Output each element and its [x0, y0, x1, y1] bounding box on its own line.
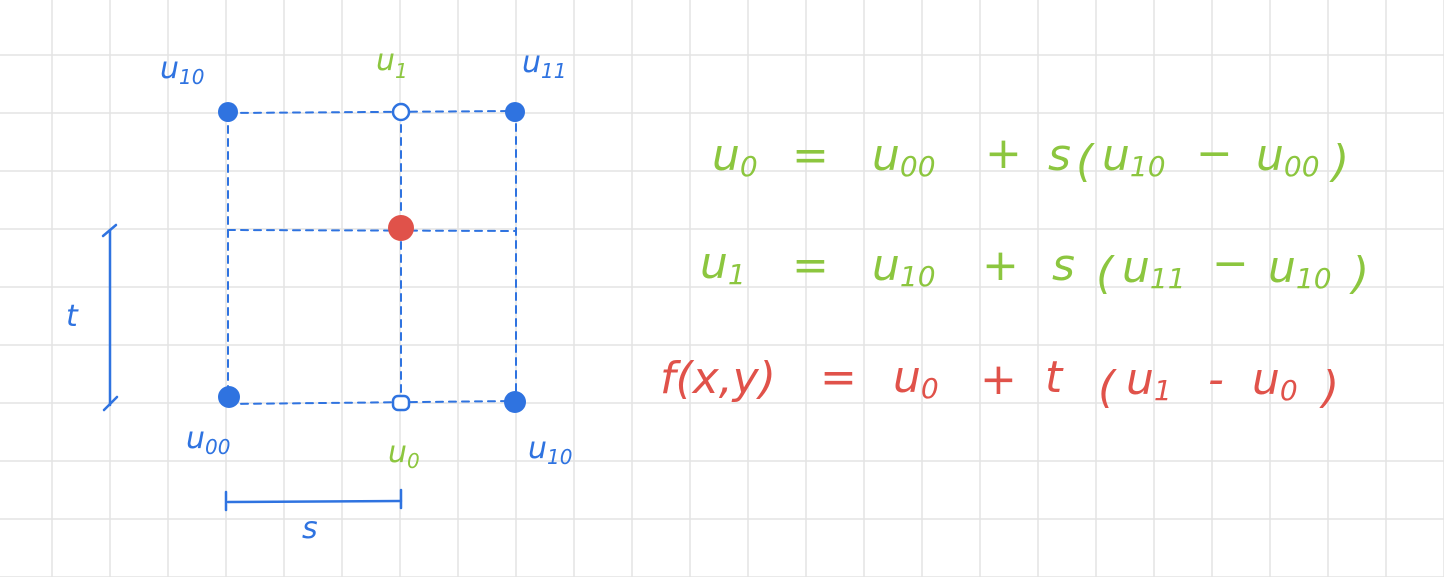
eq3-a-sub: 0	[921, 372, 939, 405]
eq3-b-base: u	[1126, 354, 1154, 405]
eq2-lhs-base: u	[700, 238, 728, 289]
label-top-left: u10	[160, 51, 204, 89]
svg-text:u00: u00	[872, 130, 936, 183]
svg-text:u10: u10	[1268, 242, 1332, 295]
eq2-lparen: (	[1096, 248, 1115, 299]
eq3-lhs: f(x,y)	[660, 353, 776, 404]
eq1-c-sub: 00	[1284, 150, 1320, 183]
t-bracket-top-tick	[101, 223, 118, 238]
eq1-lparen: (	[1076, 136, 1095, 187]
eq3-b-sub: 1	[1154, 374, 1172, 407]
svg-text:u11: u11	[1122, 242, 1186, 295]
eq1-a-sub: 00	[900, 150, 936, 183]
eq1-b-base: u	[1102, 130, 1130, 181]
label-mid-top-sub: 1	[395, 59, 408, 83]
svg-text:u0: u0	[712, 130, 758, 183]
eq3-equals: =	[820, 352, 857, 403]
label-top-right-sub: 11	[541, 59, 566, 83]
label-bottom-right-sub: 10	[547, 445, 572, 469]
corner-point-top-left	[218, 102, 238, 122]
t-bracket	[101, 223, 119, 412]
eq3-c-sub: 0	[1280, 374, 1298, 407]
t-bracket-bottom-tick	[102, 395, 119, 412]
label-bottom-right: u10	[528, 431, 572, 469]
eq1-equals: =	[792, 130, 829, 181]
eq2-coef: s	[1052, 240, 1075, 291]
mid-point-bottom-hollow	[391, 394, 411, 412]
corner-point-bottom-left	[218, 386, 240, 408]
svg-text:u0: u0	[893, 352, 939, 405]
svg-text:u00: u00	[1256, 130, 1320, 183]
eq2-b-sub: 11	[1150, 262, 1186, 295]
eq2-c-base: u	[1268, 242, 1296, 293]
cell-bottom-edge	[227, 400, 515, 405]
label-mid-bottom-sub: 0	[407, 449, 420, 473]
label-mid-top-base: u	[376, 43, 395, 78]
eq1-plus: +	[985, 128, 1022, 179]
eq1-minus: −	[1196, 128, 1233, 179]
label-bottom-left-sub: 00	[205, 435, 230, 459]
equation-fxy: f(x,y) = u0 + t ( u1 - u0 )	[660, 352, 1339, 413]
eq1-coef: s	[1048, 130, 1071, 181]
label-bottom-left-base: u	[186, 421, 205, 456]
interpolated-point	[388, 215, 414, 241]
eq3-plus: +	[980, 354, 1017, 405]
label-bottom-left: u00	[186, 421, 230, 459]
label-top-right: u11	[522, 45, 566, 83]
eq3-rparen: )	[1319, 362, 1339, 413]
svg-text:u1: u1	[1126, 354, 1172, 407]
s-bracket-line	[226, 499, 403, 504]
eq3-coef: t	[1045, 352, 1064, 403]
eq3-c-base: u	[1252, 354, 1280, 405]
label-bottom-right-base: u	[528, 431, 547, 466]
label-top-left-sub: 10	[179, 65, 204, 89]
eq2-a-sub: 10	[900, 260, 936, 293]
eq1-a-base: u	[872, 130, 900, 181]
eq2-a-base: u	[872, 240, 900, 291]
svg-text:u10: u10	[872, 240, 936, 293]
eq1-b-sub: 10	[1130, 150, 1166, 183]
label-mid-bottom: u0	[388, 435, 420, 473]
equation-u1: u1 = u10 + s ( u11 − u10 )	[700, 238, 1369, 299]
label-top-right-base: u	[522, 45, 541, 80]
eq2-rparen: )	[1349, 248, 1369, 299]
svg-text:u0: u0	[1252, 354, 1298, 407]
svg-text:u1: u1	[700, 238, 746, 291]
eq3-minus: -	[1208, 354, 1224, 405]
cell-top-edge	[227, 110, 515, 114]
eq2-plus: +	[982, 240, 1019, 291]
eq1-c-base: u	[1256, 130, 1284, 181]
eq2-minus: −	[1212, 238, 1249, 289]
t-label: t	[66, 299, 79, 334]
eq3-a-base: u	[893, 352, 921, 403]
svg-text:u10: u10	[1102, 130, 1166, 183]
cell-horizontal-mid-line	[227, 229, 517, 232]
corner-point-bottom-right	[504, 391, 526, 413]
eq1-rparen: )	[1329, 136, 1349, 187]
corner-point-top-right	[505, 102, 525, 122]
s-bracket	[224, 488, 403, 512]
label-mid-top: u1	[376, 43, 408, 83]
s-label: s	[302, 511, 318, 546]
cell-outline	[227, 110, 517, 405]
eq1-lhs-sub: 0	[740, 150, 758, 183]
label-top-left-base: u	[160, 51, 179, 86]
eq2-c-sub: 10	[1296, 262, 1332, 295]
mid-point-top-hollow	[391, 102, 411, 122]
eq2-lhs-sub: 1	[728, 258, 746, 291]
eq3-lparen: (	[1098, 362, 1117, 413]
eq1-lhs-base: u	[712, 130, 740, 181]
eq2-b-base: u	[1122, 242, 1150, 293]
eq2-equals: =	[792, 240, 829, 291]
equation-u0: u0 = u00 + s ( u10 − u00 )	[712, 128, 1349, 187]
label-mid-bottom-base: u	[388, 435, 407, 470]
